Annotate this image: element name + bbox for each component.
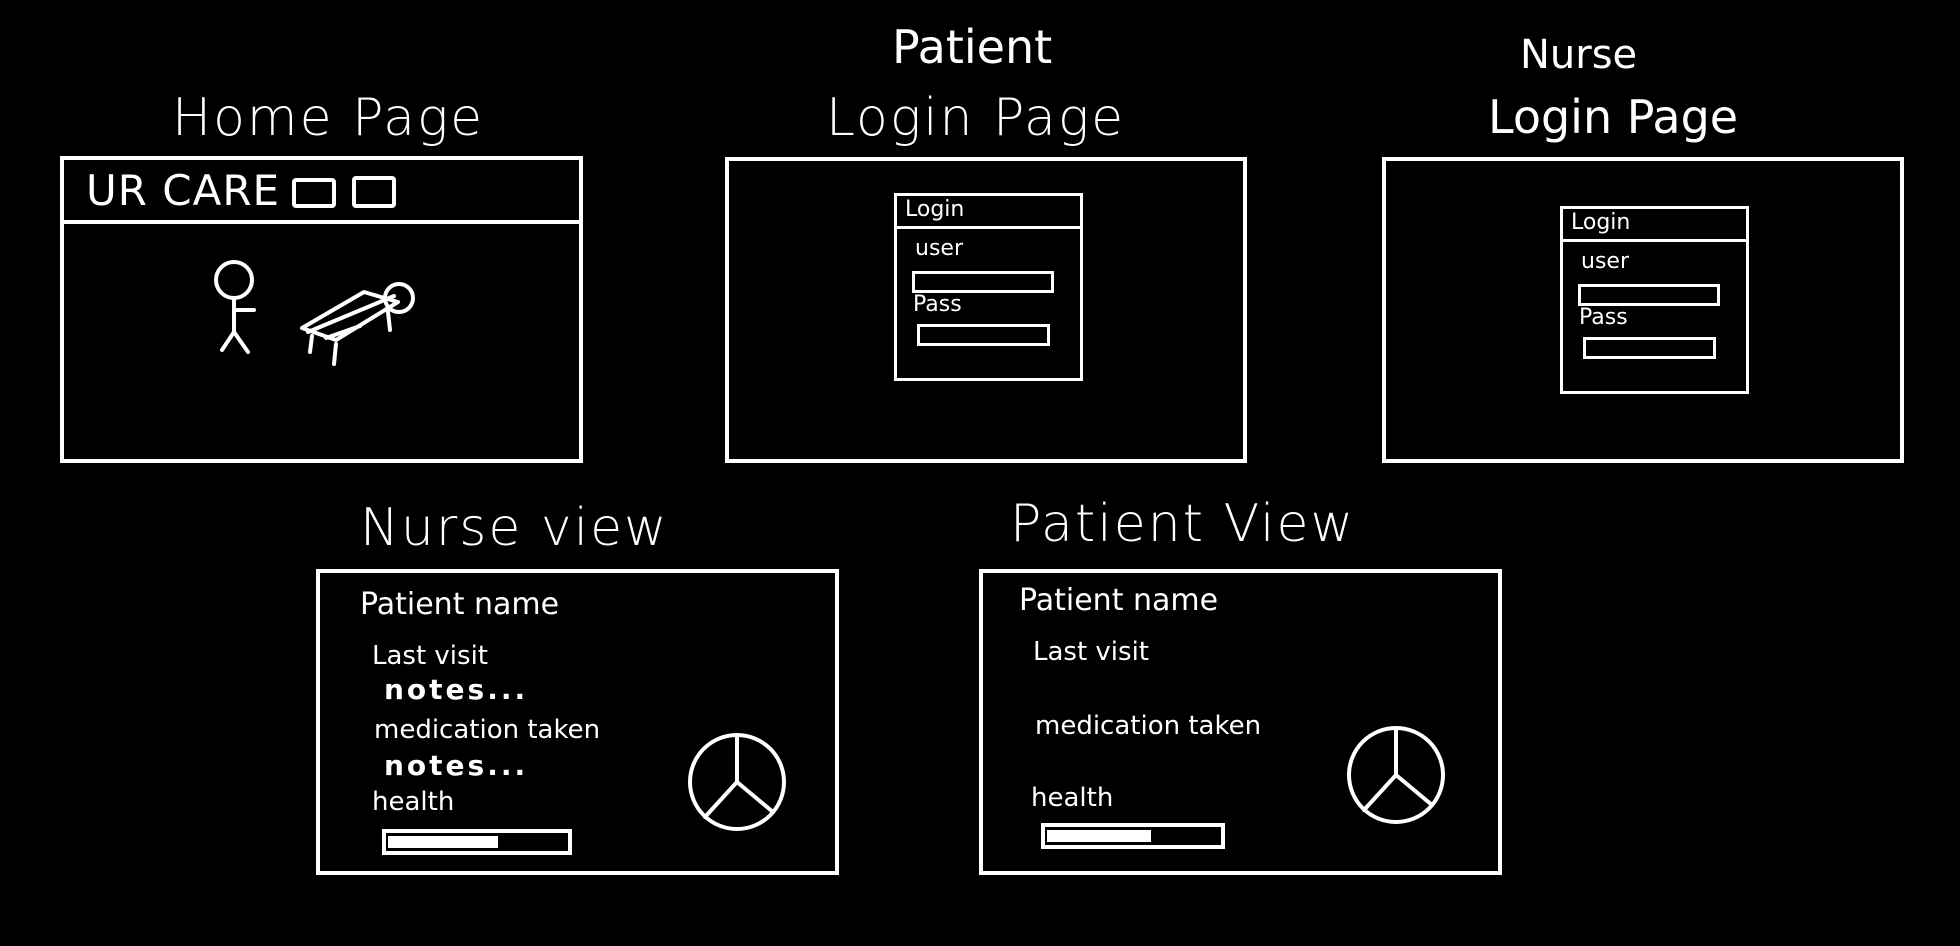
- pass-label: Pass: [913, 292, 962, 317]
- pass-input[interactable]: [1583, 337, 1716, 359]
- patient-view-frame: Patient name Last visit medication taken…: [979, 569, 1502, 875]
- pass-input[interactable]: [917, 324, 1050, 346]
- health-bar: [1041, 823, 1225, 849]
- login-box-divider: [897, 226, 1080, 229]
- stick-figure-icon: [214, 260, 256, 354]
- pie-chart-icon: [688, 733, 786, 831]
- nurse-view-frame: Patient name Last visit notes... medicat…: [316, 569, 839, 875]
- nav-button-2[interactable]: [352, 176, 396, 208]
- health-label: health: [1031, 783, 1114, 813]
- user-input[interactable]: [1578, 284, 1720, 306]
- login-box-title: Login: [905, 197, 965, 222]
- home-page-frame: UR CARE: [60, 156, 583, 463]
- pass-label: Pass: [1579, 305, 1628, 330]
- visit-notes: notes...: [384, 673, 529, 706]
- home-header-divider: [64, 220, 579, 224]
- patient-view-title: Patient View: [1010, 494, 1355, 554]
- nurse-login-title-line2: Login Page: [1488, 90, 1739, 144]
- patient-login-frame: Login user Pass: [725, 157, 1247, 463]
- patient-login-title-line2: Login Page: [826, 88, 1126, 148]
- medication-label: medication taken: [1035, 711, 1262, 741]
- nurse-login-box: Login user Pass: [1560, 206, 1749, 394]
- health-label: health: [372, 787, 455, 817]
- brand-logo: UR CARE: [86, 166, 281, 215]
- home-page-title: Home Page: [172, 88, 485, 148]
- user-label: user: [915, 236, 963, 261]
- health-bar-fill: [388, 836, 498, 848]
- user-input[interactable]: [912, 271, 1054, 293]
- login-box-title: Login: [1571, 210, 1631, 235]
- nurse-view-title: Nurse view: [360, 498, 669, 558]
- health-bar-fill: [1047, 830, 1151, 842]
- nurse-login-title-line1: Nurse: [1520, 32, 1638, 78]
- pie-chart-icon: [1347, 726, 1445, 824]
- health-bar: [382, 829, 572, 855]
- medication-label: medication taken: [374, 715, 601, 745]
- last-visit-label: Last visit: [372, 641, 488, 671]
- medication-notes: notes...: [384, 749, 529, 782]
- nurse-login-frame: Login user Pass: [1382, 157, 1904, 463]
- login-box-divider: [1563, 239, 1746, 242]
- last-visit-label: Last visit: [1033, 637, 1149, 667]
- hero-illustration: [214, 260, 415, 366]
- patient-bed-icon: [300, 282, 415, 366]
- user-label: user: [1581, 249, 1629, 274]
- patient-login-title-line1: Patient: [892, 20, 1053, 74]
- patient-login-box: Login user Pass: [894, 193, 1083, 381]
- patient-name: Patient name: [1019, 583, 1219, 618]
- patient-name: Patient name: [360, 587, 560, 622]
- nav-button-1[interactable]: [292, 178, 336, 208]
